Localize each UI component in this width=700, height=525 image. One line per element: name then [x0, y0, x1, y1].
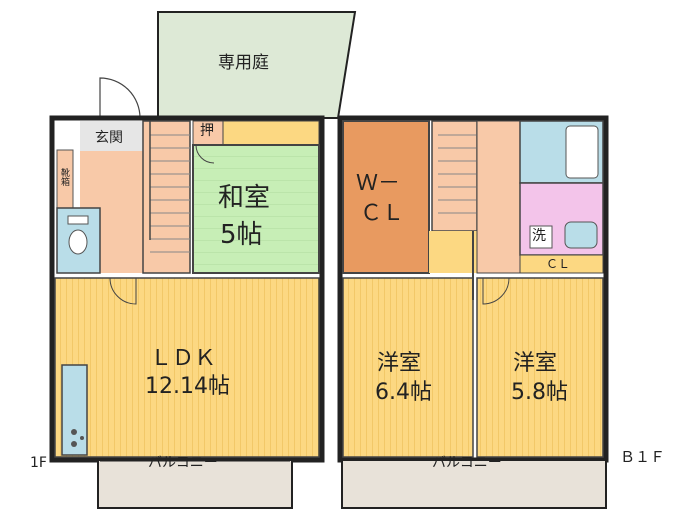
youshitsu2-size: 5.8帖 — [511, 380, 568, 405]
bathtub-icon — [565, 125, 599, 179]
washitsu-room — [192, 144, 320, 274]
hall-right — [476, 120, 521, 274]
wcl-room — [342, 120, 430, 274]
ldk-door-swing — [109, 277, 137, 305]
balcony-1f — [97, 459, 293, 509]
youshitsu1-size: 6.4帖 — [375, 380, 432, 405]
youshitsu1-room — [342, 277, 474, 458]
entry-door-swing — [99, 77, 141, 119]
stove-icon — [71, 429, 77, 435]
shoe-box-label: 靴箱 — [59, 168, 69, 186]
oshiire-label: 押 — [200, 123, 214, 139]
stairs-right — [431, 120, 478, 232]
toilet-icon — [68, 229, 88, 255]
floor-b1f-label: Ｂ１Ｆ — [620, 448, 666, 466]
wcl-line2: ＣＬ — [360, 201, 405, 226]
washitsu-name: 和室 — [218, 183, 271, 213]
youshitsu2-name: 洋室 — [513, 351, 558, 376]
youshitsu2-door-swing — [482, 277, 510, 305]
stairs-left — [142, 120, 191, 274]
kitchen-counter — [61, 364, 88, 456]
washitsu-size: 5帖 — [220, 220, 263, 250]
balcony-b1f — [341, 459, 607, 509]
oshiire-closet — [192, 120, 224, 146]
youshitsu1-name: 洋室 — [377, 351, 422, 376]
washer-label: 洗 — [532, 228, 546, 244]
genkan-label: 玄関 — [95, 130, 123, 146]
ldk-name: ＬＤＫ — [150, 346, 217, 371]
cl-label: ＣＬ — [546, 257, 571, 271]
sink-icon — [564, 221, 598, 249]
garden-label: 専用庭 — [218, 53, 269, 73]
ldk-room — [54, 277, 320, 458]
genkan-area — [80, 121, 143, 151]
balcony-1f-label: バルコニー — [148, 455, 218, 471]
washer-icon — [529, 225, 553, 249]
ldk-size: 12.14帖 — [145, 374, 230, 399]
youshitsu2-room — [476, 277, 604, 458]
oshiire-main — [222, 120, 320, 146]
wcl-line1: Ｗ－ — [356, 171, 401, 196]
balcony-b1f-label: バルコニー — [432, 455, 502, 471]
cl-closet — [519, 254, 604, 274]
corridor-right — [429, 231, 477, 273]
floor-1f-label: 1F — [30, 455, 47, 471]
